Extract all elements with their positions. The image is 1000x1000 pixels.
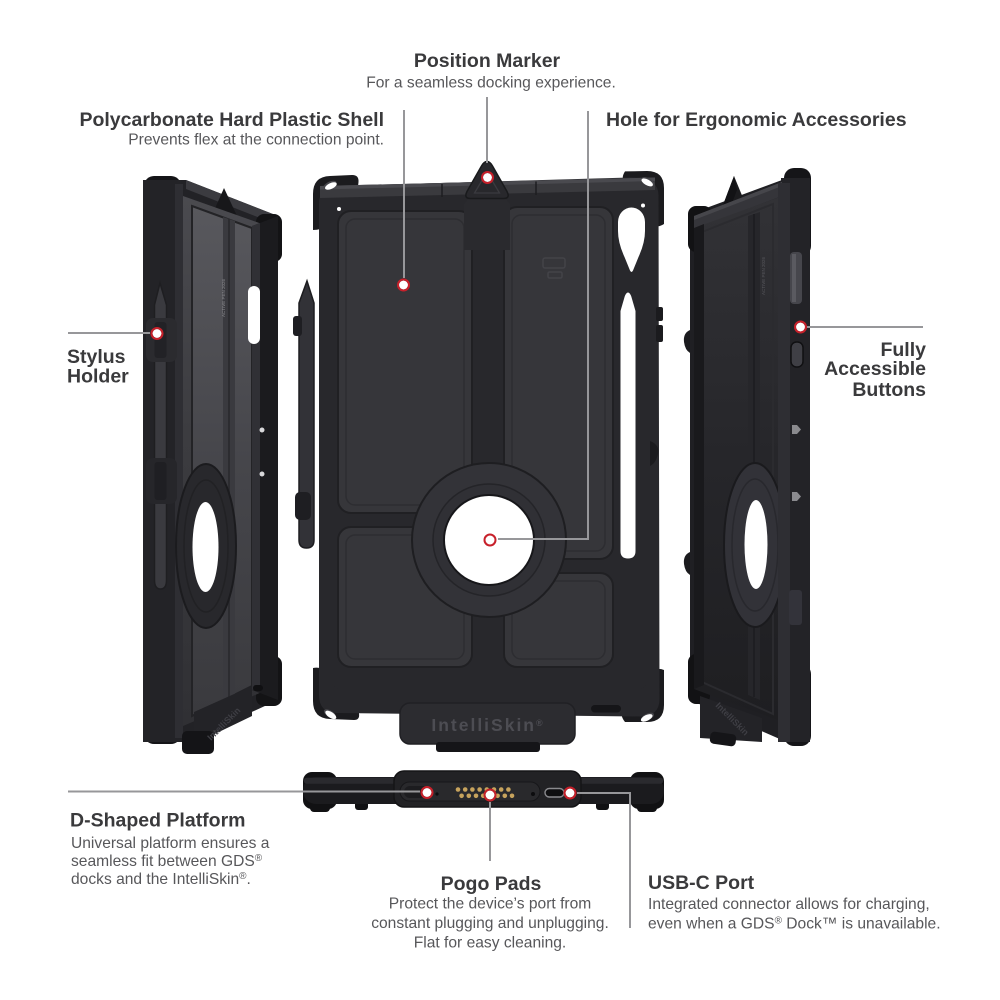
- svg-text:Polycarbonate Hard Plastic She: Polycarbonate Hard Plastic Shell: [79, 109, 384, 131]
- svg-text:Protect the device’s port from: Protect the device’s port from: [389, 896, 592, 913]
- svg-text:constant plugging and unpluggi: constant plugging and unplugging.: [371, 915, 609, 932]
- svg-text:Accessible: Accessible: [824, 358, 926, 380]
- svg-text:docks and the IntelliSkin®.: docks and the IntelliSkin®.: [71, 871, 251, 888]
- svg-text:ACTIVE PEN 2026: ACTIVE PEN 2026: [221, 279, 226, 318]
- svg-text:Universal platform ensures a: Universal platform ensures a: [71, 835, 270, 852]
- svg-text:Integrated connector allows fo: Integrated connector allows for charging…: [648, 896, 930, 913]
- svg-text:Buttons: Buttons: [852, 379, 926, 401]
- svg-text:Fully: Fully: [880, 339, 926, 361]
- svg-text:For a seamless docking experie: For a seamless docking experience.: [366, 75, 616, 92]
- svg-text:IntelliSkin®: IntelliSkin®: [431, 715, 544, 735]
- svg-text:seamless fit between GDS®: seamless fit between GDS®: [71, 853, 263, 870]
- svg-text:Prevents flex at the connectio: Prevents flex at the connection point.: [128, 132, 384, 149]
- svg-text:Hole for Ergonomic Accessories: Hole for Ergonomic Accessories: [606, 109, 907, 131]
- svg-text:Position Marker: Position Marker: [414, 50, 561, 72]
- svg-text:ACTIVE PEN 2026: ACTIVE PEN 2026: [761, 257, 766, 296]
- svg-text:D-Shaped Platform: D-Shaped Platform: [70, 810, 246, 832]
- svg-text:Flat for easy cleaning.: Flat for easy cleaning.: [414, 935, 567, 952]
- svg-text:Holder: Holder: [67, 366, 129, 388]
- svg-text:Pogo Pads: Pogo Pads: [441, 873, 542, 895]
- svg-text:USB-C Port: USB-C Port: [648, 872, 755, 894]
- svg-text:Stylus: Stylus: [67, 346, 126, 368]
- svg-text:even when a GDS® Dock™ is unav: even when a GDS® Dock™ is unavailable.: [648, 916, 941, 933]
